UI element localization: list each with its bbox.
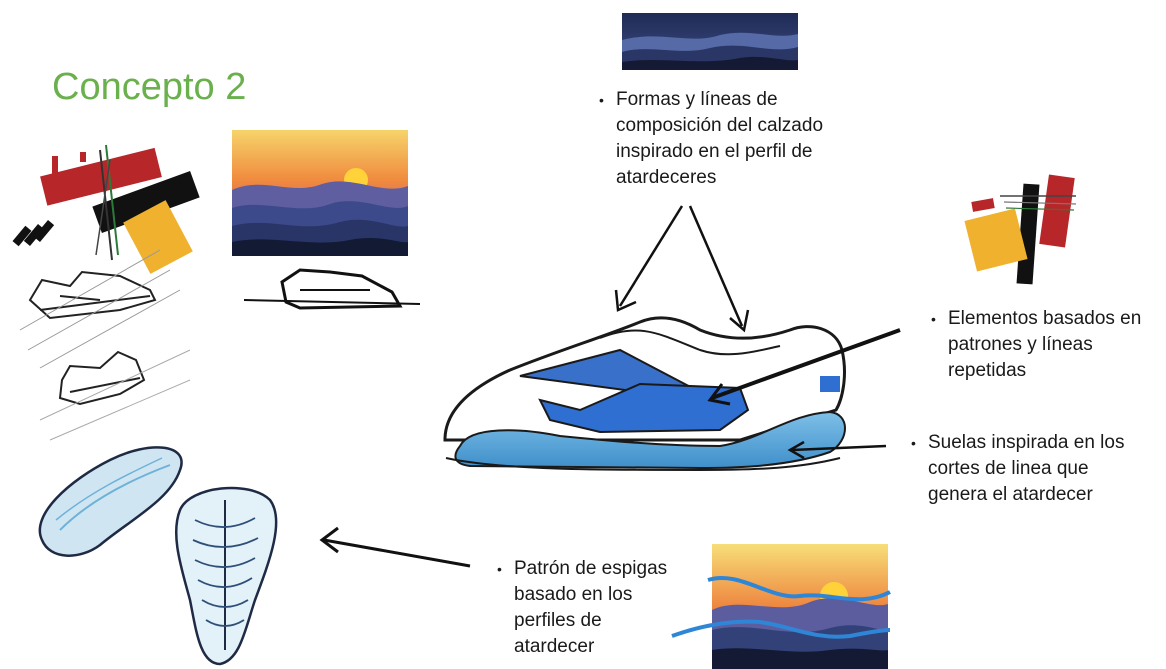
bullet: • xyxy=(911,435,916,451)
suprematist-composition-right xyxy=(964,174,1077,285)
arrow-forms-right xyxy=(688,205,744,327)
sunset-image-bottom xyxy=(671,544,891,669)
arrow-soles xyxy=(791,444,887,452)
note-forms-line: Formas y líneas de xyxy=(616,89,778,110)
arrow-forms-left xyxy=(618,205,684,307)
arrow-head xyxy=(707,383,731,406)
sole-sketch-herringbone xyxy=(174,486,278,666)
arrow-head xyxy=(614,289,637,312)
note-pattern-line: Patrón de espigas xyxy=(514,558,668,579)
note-pattern-line: basado en los xyxy=(514,584,633,605)
note-forms-line: atardeceres xyxy=(616,167,717,188)
note-forms-line: inspirado en el perfil de xyxy=(616,141,813,162)
page-title: Concepto 2 xyxy=(52,66,247,108)
note-forms: • Formas y líneas de composición del cal… xyxy=(599,87,824,191)
note-pattern-line: atardecer xyxy=(514,636,595,657)
note-soles-line: genera el atardecer xyxy=(928,484,1093,505)
note-pattern-line: perfiles de xyxy=(514,610,602,631)
shoe-sketch-outline xyxy=(243,268,421,310)
note-pattern: • Patrón de espigas basado en los perfil… xyxy=(497,556,668,660)
arrow-head xyxy=(787,440,805,460)
arrow-elements xyxy=(711,328,901,400)
suprematist-composition-left xyxy=(12,144,200,274)
sunset-thumbnail-top xyxy=(622,13,798,70)
sole-sketch-left xyxy=(38,446,183,557)
shoe-drawing-main xyxy=(443,316,846,472)
arrow-head xyxy=(729,309,750,333)
note-elements-line: patrones y líneas xyxy=(948,334,1093,355)
bullet: • xyxy=(931,311,936,327)
note-soles-line: cortes de linea que xyxy=(928,458,1089,479)
bullet: • xyxy=(497,561,502,577)
arrow-head xyxy=(319,526,339,554)
sunset-image-main xyxy=(232,130,408,256)
note-soles-line: Suelas inspirada en los xyxy=(928,432,1125,453)
note-forms-line: composición del calzado xyxy=(616,115,824,136)
shoe-sketch-small xyxy=(39,349,191,441)
arrows xyxy=(319,205,901,568)
note-elements-line: Elementos basados en xyxy=(948,308,1142,329)
note-elements: • Elementos basados en patrones y líneas… xyxy=(931,306,1142,384)
note-elements-line: repetidas xyxy=(948,360,1027,381)
bullet: • xyxy=(599,92,604,108)
arrow-pattern xyxy=(323,538,471,568)
note-soles: • Suelas inspirada en los cortes de line… xyxy=(911,430,1125,508)
shoe-sketch-hatched xyxy=(19,249,181,369)
